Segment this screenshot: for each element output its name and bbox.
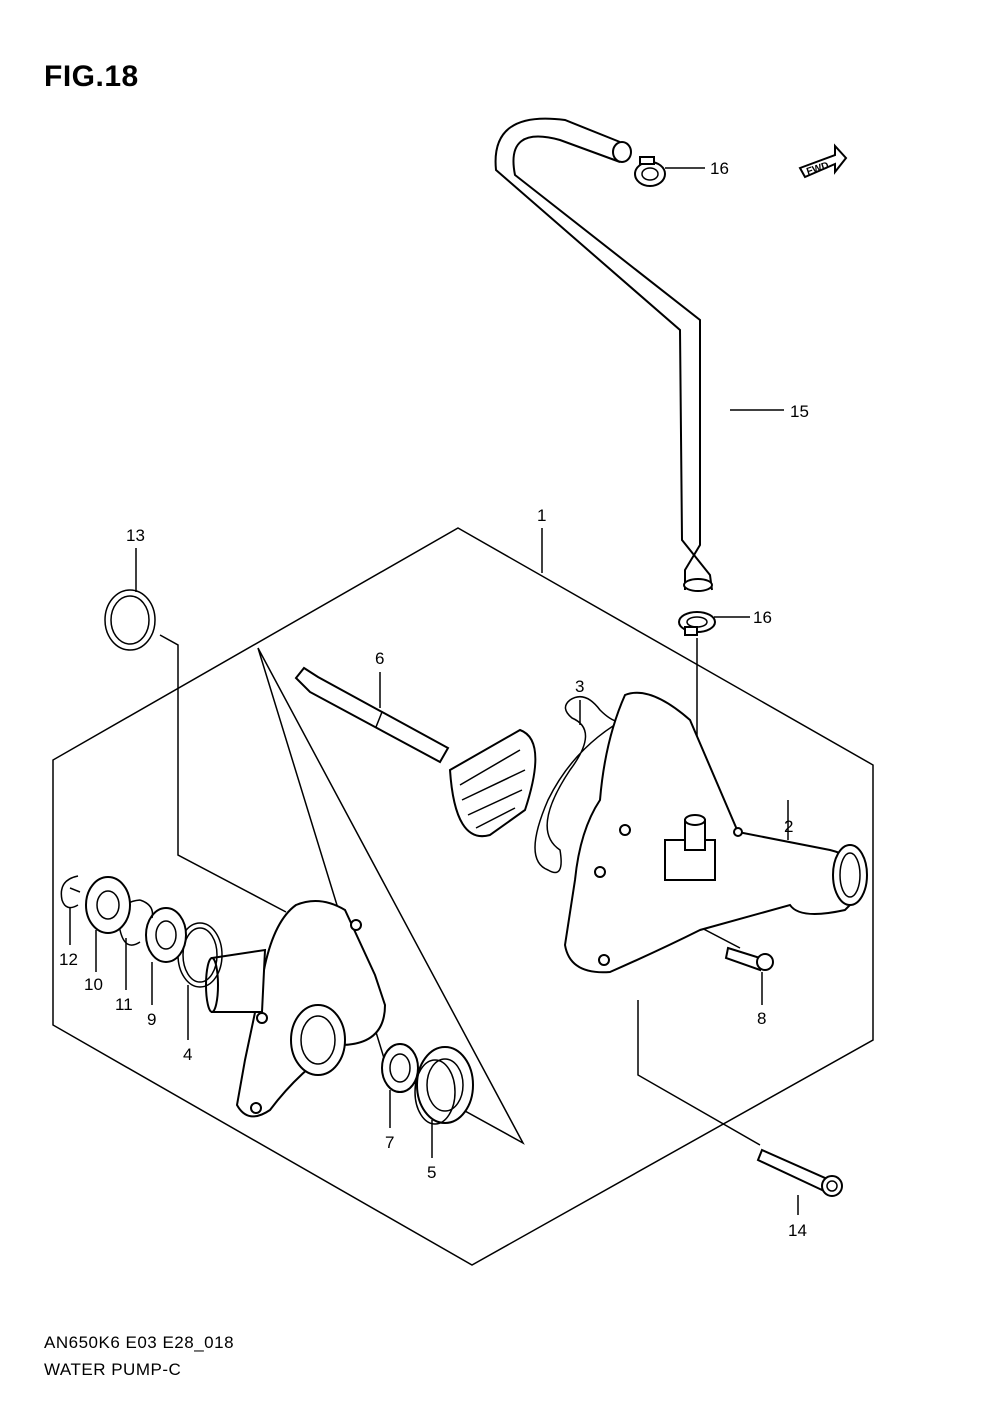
- forward-direction-icon: FWD: [798, 143, 848, 179]
- o-ring-4-inner: [182, 927, 218, 983]
- callout-7: 7: [385, 1133, 394, 1152]
- o-ring-13-guide-line: [159, 634, 287, 913]
- fwd-badge-label: FWD: [805, 160, 830, 178]
- diagram-code: AN650K6 E03 E28_018: [44, 1333, 235, 1352]
- callout-16-upper: 16: [710, 159, 729, 178]
- callout-2: 2: [784, 817, 793, 836]
- callout-6: 6: [375, 649, 384, 668]
- pump-case: [205, 900, 387, 1118]
- diagram-name: WATER PUMP-C: [44, 1360, 182, 1379]
- callout-5: 5: [427, 1163, 436, 1182]
- callout-1: 1: [537, 506, 546, 525]
- callout-16-lower: 16: [753, 608, 772, 627]
- cover-bolt-long: [756, 1148, 843, 1197]
- hose-clamp-upper: [634, 156, 666, 187]
- cover-bolt-short: [724, 946, 774, 972]
- callout-10: 10: [84, 975, 103, 994]
- callout-4: 4: [183, 1045, 192, 1064]
- callout-3: 3: [575, 677, 584, 696]
- callout-13: 13: [126, 526, 145, 545]
- water-hose: [494, 117, 713, 592]
- bearing-9: [145, 907, 187, 963]
- callout-8: 8: [757, 1009, 766, 1028]
- callout-12: 12: [59, 950, 78, 969]
- o-ring-13: [104, 589, 156, 651]
- e-clip-12: [60, 875, 81, 909]
- callout-11: 11: [115, 995, 133, 1014]
- callout-14: 14: [788, 1221, 807, 1240]
- oil-seal: [381, 1043, 419, 1093]
- impeller-shaft: [294, 666, 537, 838]
- o-ring-13-inner: [110, 595, 150, 645]
- leader-lines: [69, 167, 799, 1215]
- assembly-outline: [52, 527, 874, 1266]
- callout-9: 9: [147, 1010, 156, 1029]
- hose-clamp-lower: [678, 611, 716, 636]
- mechanical-seal: [414, 1046, 474, 1125]
- figure-title: FIG.18: [44, 60, 139, 93]
- callout-15: 15: [790, 402, 809, 421]
- bearing-10: [85, 876, 131, 934]
- pump-cover: [563, 691, 868, 974]
- bolt-14-guide-line: [637, 1000, 761, 1146]
